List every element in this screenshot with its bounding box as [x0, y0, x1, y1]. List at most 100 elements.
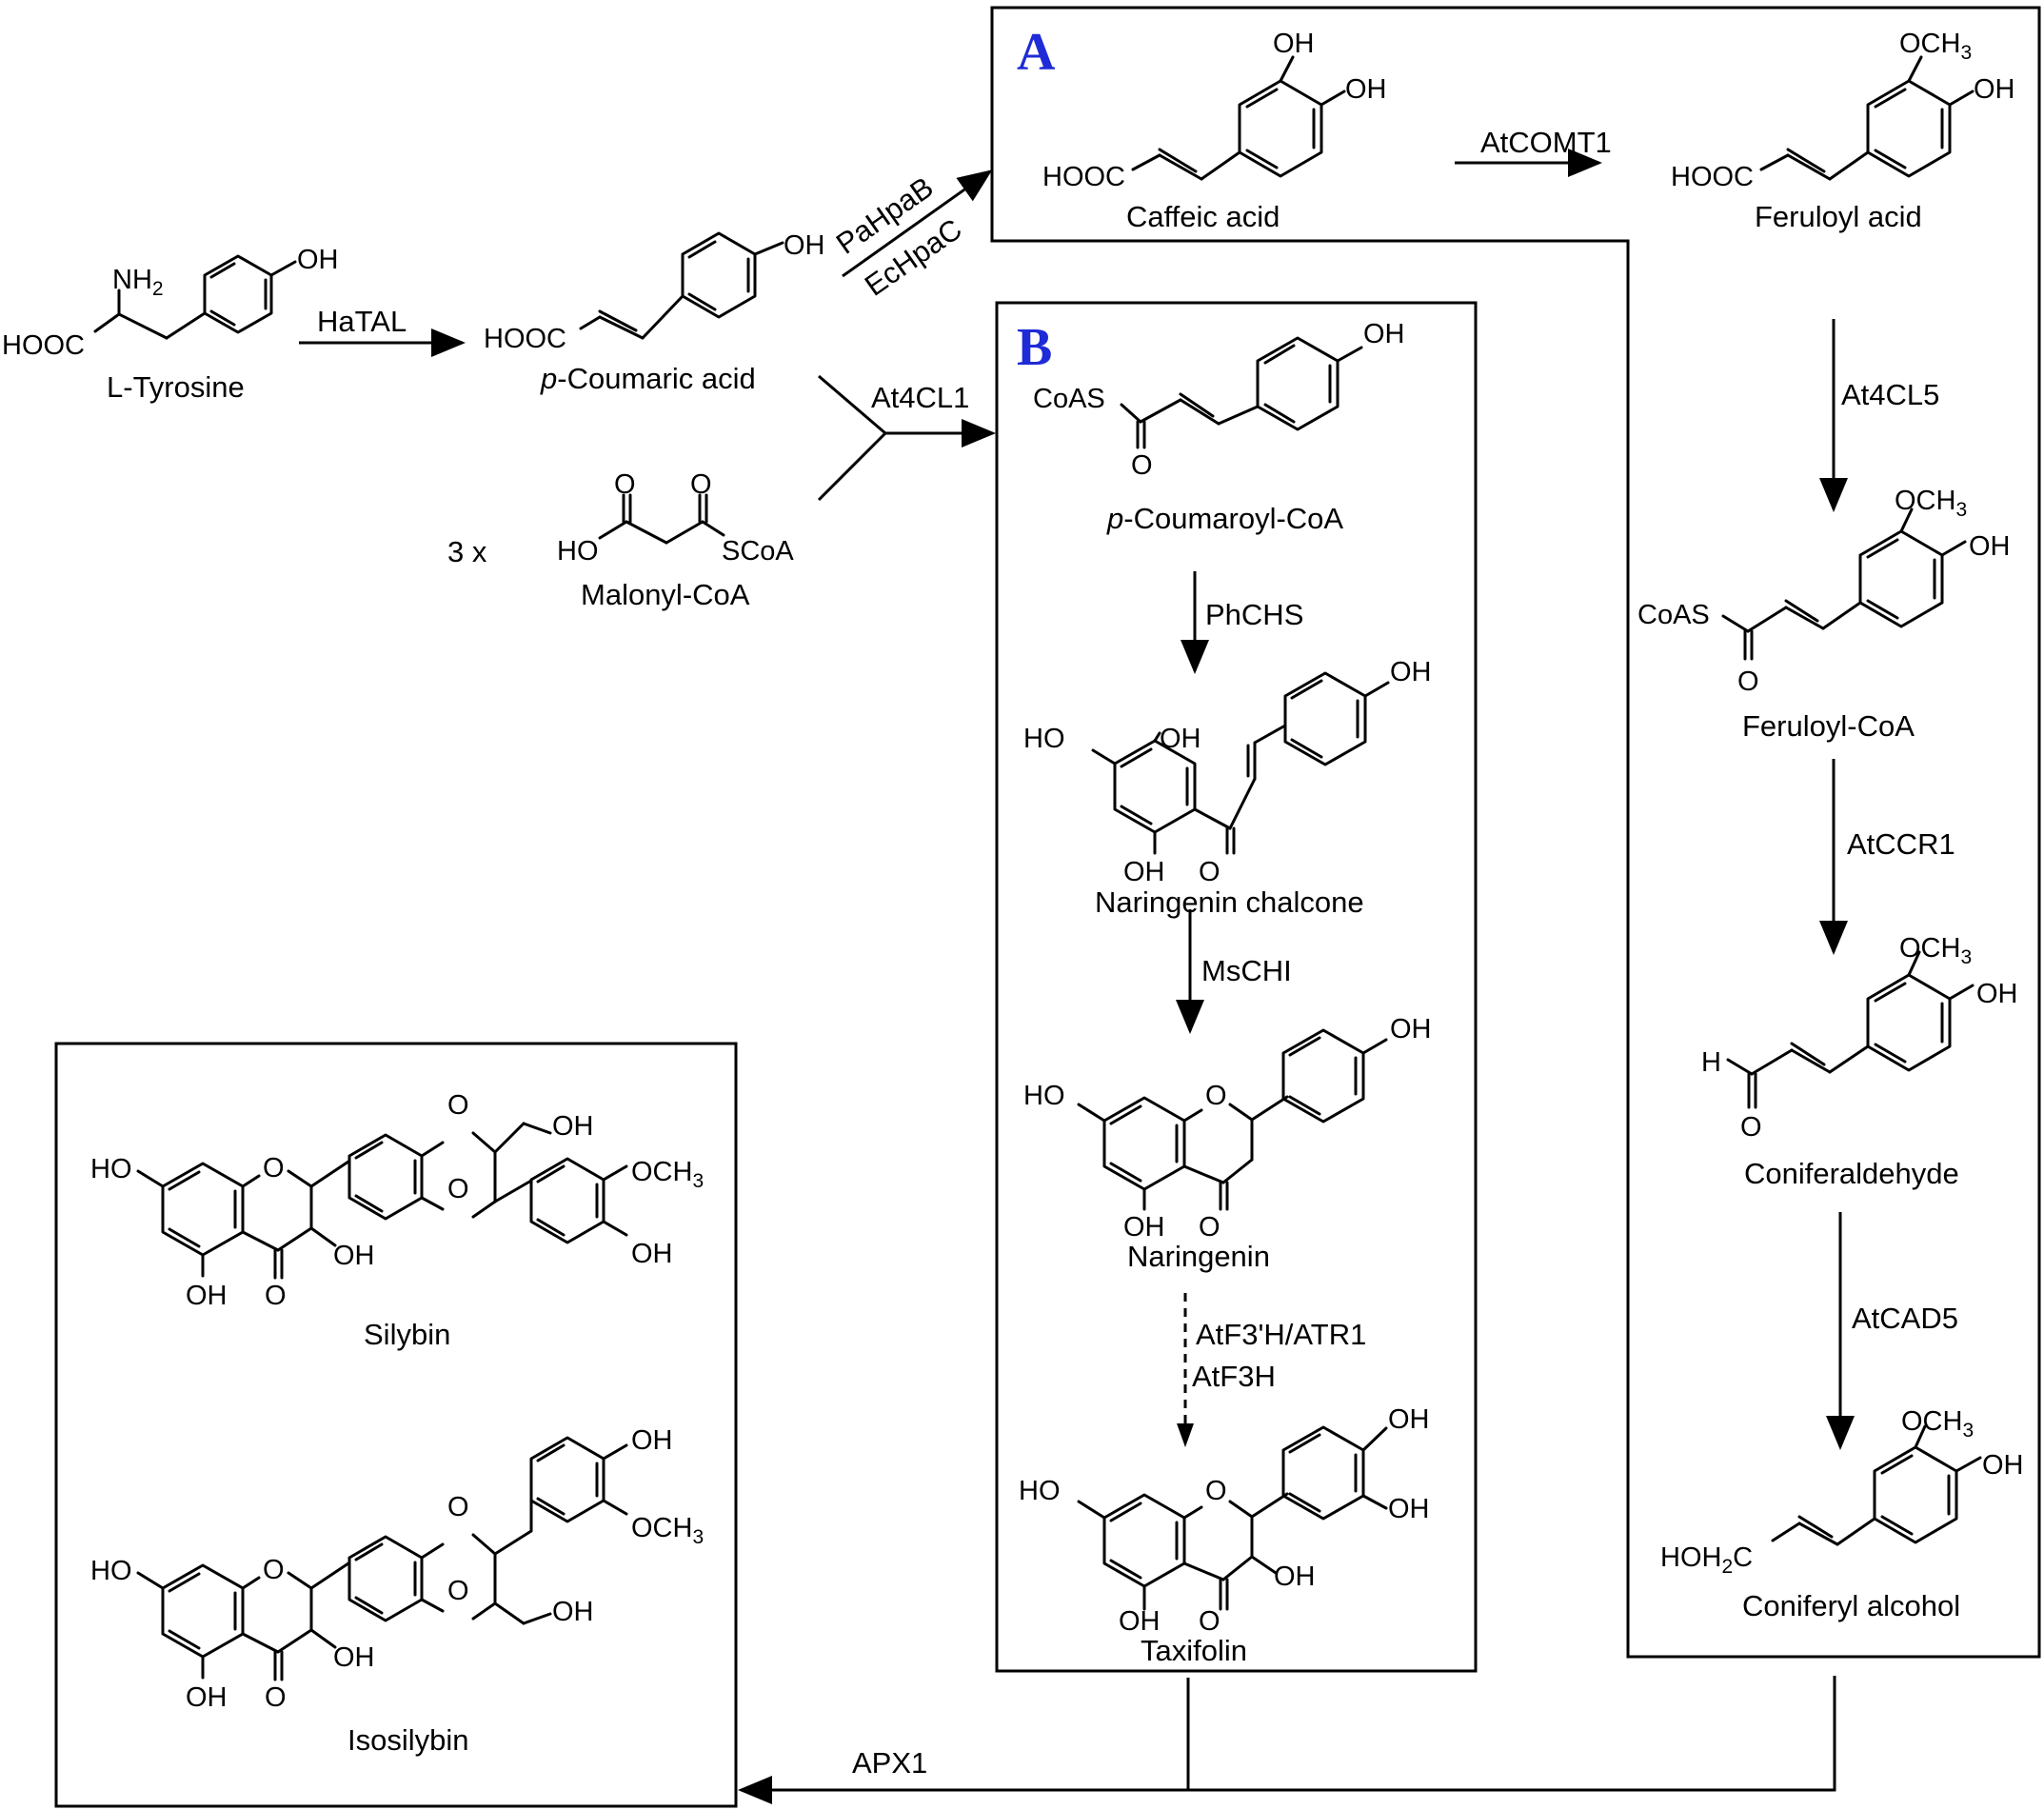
enzyme-hatal: HaTAL: [317, 305, 407, 338]
enzyme-phchs: PhCHS: [1205, 598, 1303, 631]
svg-text:OH: OH: [186, 1682, 228, 1713]
svg-text:OH: OH: [631, 1239, 673, 1269]
svg-text:HOH2C: HOH2C: [1660, 1542, 1753, 1578]
enzyme-atcad5: AtCAD5: [1852, 1302, 1958, 1335]
svg-text:O: O: [1131, 450, 1153, 481]
svg-text:OH: OH: [1123, 857, 1165, 887]
structure-feruloyl-coa: OCH3 OH CoAS O: [1637, 486, 2011, 697]
svg-text:OCH3: OCH3: [631, 1157, 704, 1192]
svg-text:HO: HO: [1023, 724, 1065, 754]
product-box-outline: [54, 1042, 738, 1808]
enzyme-at4cl5: At4CL5: [1841, 378, 1939, 411]
svg-text:OH: OH: [1123, 1212, 1165, 1243]
panel-b-letter: B: [1017, 318, 1052, 377]
svg-text:O: O: [1205, 1081, 1227, 1111]
name-malonyl-mult: 3 x: [447, 535, 487, 568]
svg-text:HO: HO: [90, 1556, 132, 1586]
svg-text:O: O: [447, 1492, 469, 1522]
enzyme-atf3h-atr1: AtF3'H/ATR1: [1196, 1318, 1366, 1351]
name-feruloyl-acid: Feruloyl acid: [1755, 200, 1922, 233]
svg-text:OCH3: OCH3: [1901, 1406, 1974, 1442]
structure-coniferyl-alcohol: OCH3 OH HOH2C: [1660, 1406, 2024, 1578]
svg-text:OH: OH: [1363, 319, 1405, 349]
structure-caffeic-acid: OH OH HOOC: [1042, 29, 1387, 192]
enzyme-atcomt1: AtCOMT1: [1480, 126, 1612, 159]
arrow-atf3h-head: [1177, 1423, 1194, 1447]
enzyme-mschi: MsCHI: [1201, 954, 1292, 987]
name-taxifolin: Taxifolin: [1141, 1634, 1247, 1667]
svg-text:NH2: NH2: [112, 265, 164, 300]
merge-line-lower: [817, 431, 887, 502]
merge-line-upper: [818, 374, 886, 435]
svg-text:HOOC: HOOC: [2, 330, 85, 361]
structure-naringenin-chalcone: HO OH OH O OH: [1023, 657, 1432, 887]
name-p-coumaric-acid: p-Coumaric acid: [540, 362, 756, 395]
box-b-outline: [995, 301, 1478, 1673]
box-a-outline: [990, 6, 2041, 1659]
svg-text:HOOC: HOOC: [1042, 162, 1125, 192]
svg-text:O: O: [447, 1174, 469, 1204]
connector-coniferyl: [1188, 1676, 1836, 1792]
structure-feruloyl-acid: OCH3 OH HOOC: [1671, 29, 2015, 192]
svg-text:OH: OH: [552, 1597, 594, 1627]
svg-text:O: O: [263, 1153, 285, 1183]
svg-text:OH: OH: [1274, 1561, 1316, 1592]
structure-p-coumaroyl-coa: OH CoAS O: [1033, 319, 1405, 481]
panel-a-letter: A: [1017, 23, 1056, 82]
svg-text:H: H: [1701, 1047, 1721, 1078]
name-caffeic-acid: Caffeic acid: [1126, 200, 1280, 233]
svg-text:O: O: [1737, 666, 1759, 697]
svg-text:OH: OH: [186, 1281, 228, 1311]
svg-text:SCoA: SCoA: [722, 536, 794, 567]
svg-text:OH: OH: [784, 230, 825, 261]
svg-text:O: O: [690, 469, 712, 500]
svg-text:OH: OH: [631, 1425, 673, 1456]
svg-text:OH: OH: [1345, 74, 1387, 105]
svg-text:HO: HO: [1023, 1081, 1065, 1111]
svg-text:O: O: [1199, 1212, 1220, 1243]
svg-text:OCH3: OCH3: [1899, 933, 1972, 968]
svg-text:OH: OH: [1982, 1450, 2024, 1481]
svg-text:O: O: [1199, 857, 1220, 887]
structure-p-coumaric-acid: OH HOOC: [484, 230, 825, 354]
structure-coniferaldehyde: OCH3 OH H O: [1701, 933, 2018, 1143]
svg-text:OH: OH: [1974, 74, 2015, 105]
structure-silybin: O O O HO OH OH OH O OCH3 OH: [90, 1090, 704, 1311]
svg-text:OH: OH: [1160, 724, 1201, 754]
svg-text:O: O: [263, 1555, 285, 1585]
name-naringenin: Naringenin: [1127, 1240, 1270, 1273]
structure-malonyl-coa: O O HO SCoA: [557, 469, 794, 567]
svg-text:OH: OH: [1390, 1014, 1432, 1044]
svg-text:CoAS: CoAS: [1033, 384, 1105, 414]
svg-text:OH: OH: [1390, 657, 1432, 687]
name-p-coumaroyl-coa: p-Coumaroyl-CoA: [1106, 502, 1343, 535]
svg-text:O: O: [1740, 1112, 1762, 1143]
svg-text:OCH3: OCH3: [1895, 486, 1967, 521]
svg-text:OH: OH: [1969, 531, 2011, 562]
name-isosilybin: Isosilybin: [347, 1723, 469, 1757]
svg-text:OH: OH: [1119, 1606, 1161, 1637]
name-silybin: Silybin: [364, 1318, 450, 1351]
svg-text:O: O: [614, 469, 636, 500]
enzyme-atf3h: AtF3H: [1192, 1360, 1276, 1393]
structure-isosilybin: O O O HO OH OH OH O OH OCH3: [90, 1425, 704, 1713]
svg-text:OH: OH: [333, 1642, 375, 1673]
svg-text:OH: OH: [297, 245, 339, 275]
structure-taxifolin: O HO OH OH O OH OH: [1019, 1404, 1430, 1637]
name-feruloyl-coa: Feruloyl-CoA: [1742, 709, 1915, 743]
svg-text:OH: OH: [1976, 979, 2018, 1009]
svg-text:OH: OH: [1388, 1494, 1430, 1524]
svg-text:OCH3: OCH3: [631, 1513, 704, 1548]
svg-text:OH: OH: [1388, 1404, 1430, 1435]
arrow-hpab: [842, 169, 993, 278]
svg-text:HO: HO: [90, 1154, 132, 1184]
enzyme-at4cl1: At4CL1: [871, 381, 969, 414]
svg-text:HOOC: HOOC: [484, 324, 566, 354]
svg-text:OH: OH: [1273, 29, 1315, 59]
enzyme-atccr1: AtCCR1: [1847, 827, 1955, 861]
svg-text:CoAS: CoAS: [1637, 600, 1710, 630]
svg-text:O: O: [447, 1576, 469, 1606]
svg-text:O: O: [1199, 1606, 1220, 1637]
